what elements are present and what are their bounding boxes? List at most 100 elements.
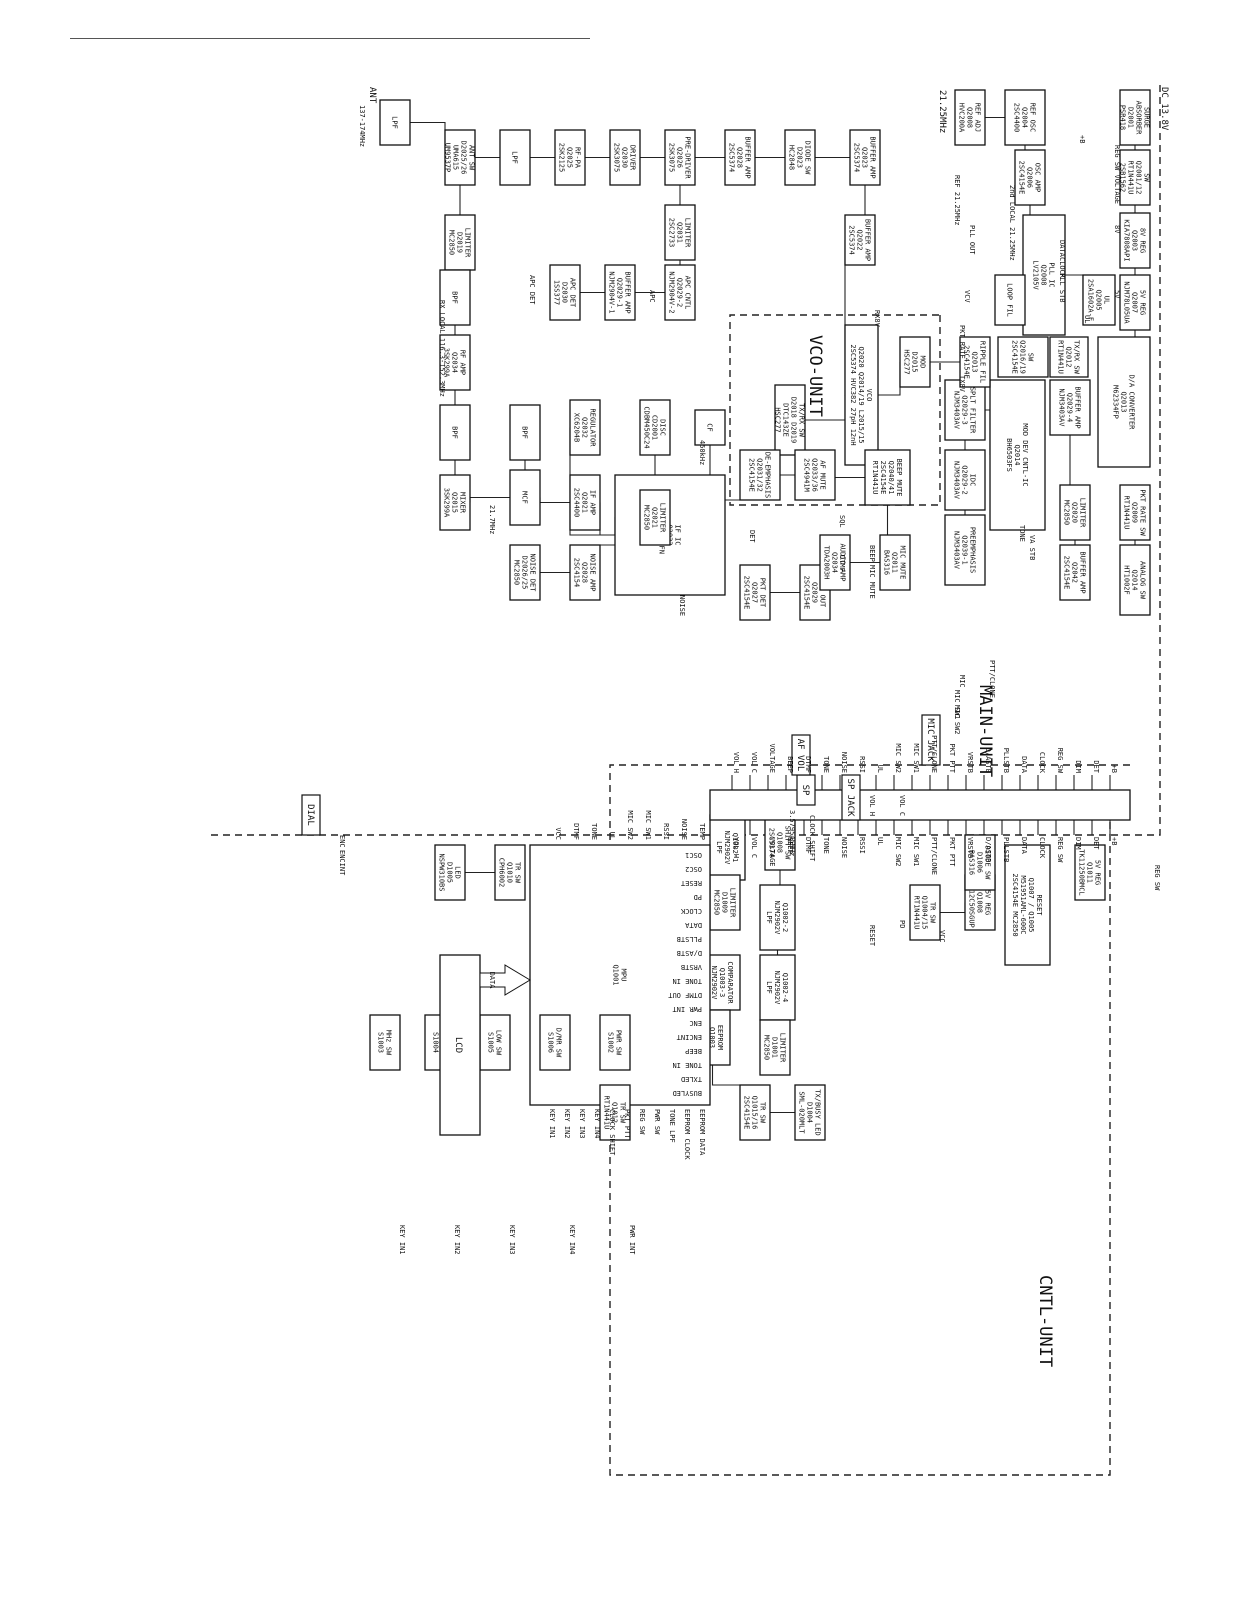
af-volume [791,734,811,776]
block-label: D/A CONVERTER [1128,375,1136,431]
block-lpf1: LPF [379,99,411,146]
data-bus-arrow [479,964,531,996]
mpu-top-pin-label: NOISE [680,819,688,840]
block-label: DRIVER [629,145,637,171]
block-label: 2SC4154E [879,461,887,495]
mpu-pin-label: VRSTB [681,963,702,971]
block-label: LIMITER [1079,498,1087,528]
block-label: RT1N441U [1123,496,1131,530]
dc-input-label: DC 13.8V [1159,87,1169,131]
block-label: Q2028 [581,562,589,583]
signal-if2: 450kHz [698,440,706,465]
block-label: 2SC5374 [848,225,856,255]
block-label: D2018 D2019 [790,397,798,443]
block-label: HVC200A [958,103,966,133]
j1001-pin-label: +B [1110,837,1118,845]
block-label: EEPROM [716,1025,724,1050]
mpu-bottom-pin-label: KEY IN4 [593,1109,601,1139]
block-label: MIXER [459,492,467,514]
block-cf: CF [694,409,726,446]
block-label: Q2013 [971,351,979,372]
signal-pll-out: PLL OUT [968,225,976,255]
signal-va-stb: VA STB [1028,535,1036,560]
mpu-bottom-pin-label: TONE LPF [668,1109,676,1143]
wire [777,870,781,886]
block-label: SPLT FILTER [969,387,977,434]
block-label: MCF [521,491,529,504]
j2003-pin-label: DATA [1020,756,1028,774]
vco-unit-title: VCO-UNIT [805,335,825,417]
signal-key-in4: KEY IN4 [568,1225,576,1255]
block-label: BPF [451,426,459,439]
j2003-pin-label: VOL H [732,752,740,773]
block-label: Q2022 [856,229,864,250]
block-label: PKT DET [759,578,767,608]
block-label: 2SC2733 [668,218,676,248]
j2003-pin-label: VRSTB [966,752,974,773]
block-label: LIMITER [684,218,692,248]
mpu-pin-label: BUSYLED [672,1089,702,1097]
block-label: 2SC4154 [573,558,581,588]
block-label: NJM3403AV [953,391,961,430]
block-label: Q2042 [1071,562,1079,583]
block-label: D1005 [446,862,454,883]
block-label: PREEMPHASIS [969,527,977,573]
block-label: D1004 [806,1102,814,1123]
block-label: 5V REG [1139,290,1147,315]
block-label: RT1N441U [871,461,879,495]
signal-vcc: VCC [938,930,946,943]
block-label: DTC143ZE [782,403,790,437]
j1001-pin-label: VOLTAGE [768,837,776,867]
wire [1065,274,1084,300]
block-label: 2SC5374 [768,828,776,858]
block-label: RF-PA [574,147,582,169]
block-label: NJM3403AV [953,461,961,500]
block-label: NJM3403AV [1058,389,1066,428]
block-label: Q2001/12 [1135,161,1143,195]
block-label: SHIFT SW [784,826,792,861]
block-label: HSC277 [903,349,911,374]
block-label: LED [454,866,462,879]
mpu-pin-label: DATA [684,921,702,929]
mpu-top-pin-label: MIC SW1 [644,810,652,840]
signal-clock-shift: CLOCK SHIFT [808,815,816,862]
signal-mic-sw1: MIC SW1 [953,690,961,720]
sp-jack-label: SP JACK [845,779,855,818]
mpu-pin-label: ENC [689,1019,702,1027]
mpu-bottom-pin-label: REG SW [638,1109,646,1135]
signal-enc: ENC [338,835,346,848]
j2003-pin-label: NOISE [840,752,848,773]
j1001-pin-label: DTMF [804,837,812,854]
signal-dtmf: DTMF [838,555,846,572]
block-label: RF AMP [459,350,467,375]
signal-vol-c: VOL C [898,795,906,816]
block-label: Q2020 [1071,502,1079,523]
block-label: COMPARATOR [726,961,734,1004]
block-label: Q1008 [776,832,784,853]
wire [985,409,991,455]
block-label: UM9537P [444,143,452,173]
block-label: PWR SW [615,1030,623,1056]
block-label: UMA615 [452,145,460,170]
signal-ul: UL [1083,315,1091,323]
mpu-pin-label: TONE IN [672,977,702,985]
wire [860,185,866,216]
